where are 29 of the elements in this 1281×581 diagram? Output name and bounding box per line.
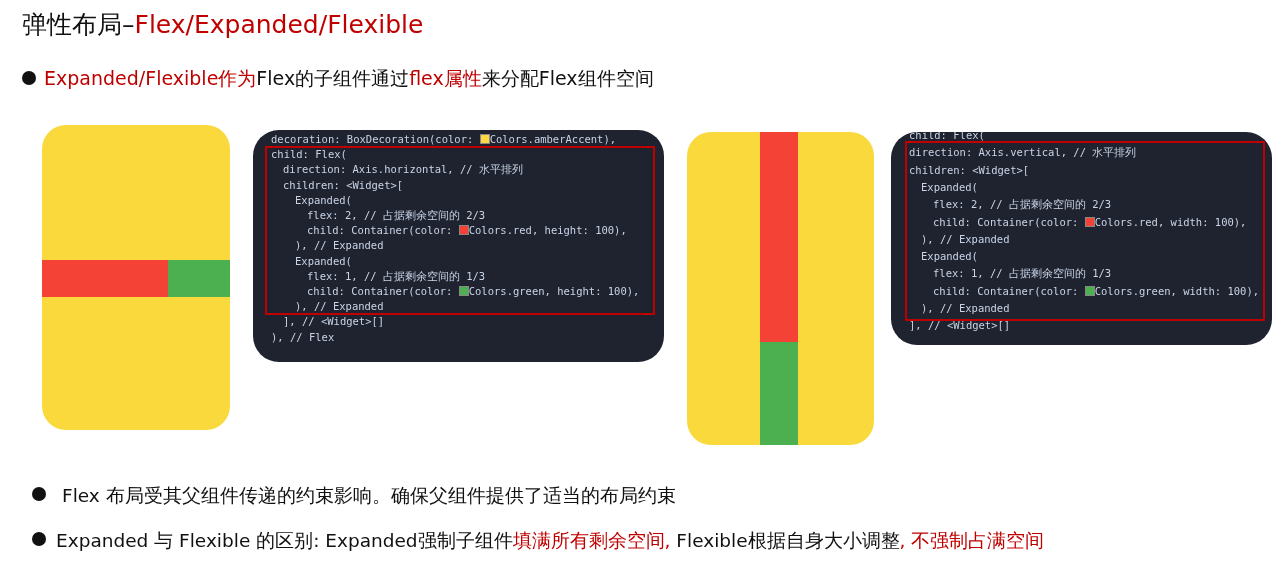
slide-title: 弹性布局–Flex/Expanded/Flexible bbox=[22, 9, 424, 41]
code-line: direction: Axis.horizontal, // 水平排列 bbox=[283, 162, 523, 178]
code-line: ], // <Widget>[] bbox=[909, 318, 1011, 334]
code-line: decoration: BoxDecoration(color: Colors.amberAccent), bbox=[271, 132, 617, 147]
bullet-text: Expanded/Flexible作为Flex的子组件通过flex属性来分配Flex组件空间 bbox=[44, 66, 654, 91]
code-line: ], // <Widget>[] bbox=[283, 314, 385, 330]
code-line: ), // Expanded bbox=[921, 231, 1010, 247]
code-line: children: <Widget>[ bbox=[909, 162, 1030, 178]
code-line: flex: 2, // 占据剩余空间的 2/3 bbox=[307, 208, 486, 223]
code-line: Expanded( bbox=[295, 253, 352, 269]
code-line: flex: 1, // 占据剩余空间的 1/3 bbox=[307, 268, 486, 284]
code-line: child: Container(color: Colors.green, width: 100), bbox=[933, 283, 1260, 299]
bullet-text: Expanded 与 Flexible 的区别: Expanded强制子组件填满所有剩余空间, Flexible根据自身大小调整, 不强制占满空间 bbox=[56, 529, 1045, 553]
code-line: ), // Expanded bbox=[295, 238, 384, 254]
code-line: Expanded( bbox=[921, 179, 978, 195]
code-line: child: Container(color: Colors.green, height: 100), bbox=[307, 284, 640, 299]
code-line: ), // Expanded bbox=[921, 301, 1010, 316]
code-line: ), // Expanded bbox=[295, 299, 384, 315]
code-line: child: Container(color: Colors.red, height: 100), bbox=[307, 223, 627, 239]
code-line: child: Flex( bbox=[271, 147, 347, 163]
code-line: children: <Widget>[ bbox=[283, 177, 404, 193]
code-line: flex: 1, // 占据剩余空间的 1/3 bbox=[933, 266, 1112, 282]
code-line: flex: 2, // 占据剩余空间的 2/3 bbox=[933, 197, 1112, 213]
code-line: Expanded( bbox=[921, 249, 978, 265]
code-line: direction: Axis.vertical, // 水平排列 bbox=[909, 145, 1137, 161]
code-line: child: Container(color: Colors.red, width: 100), bbox=[933, 214, 1247, 230]
code-line: ), // Flex bbox=[271, 329, 335, 345]
code-line: Expanded( bbox=[295, 192, 352, 208]
bullet-text: Flex 布局受其父组件传递的约束影响。确保父组件提供了适当的布局约束 bbox=[62, 484, 676, 508]
